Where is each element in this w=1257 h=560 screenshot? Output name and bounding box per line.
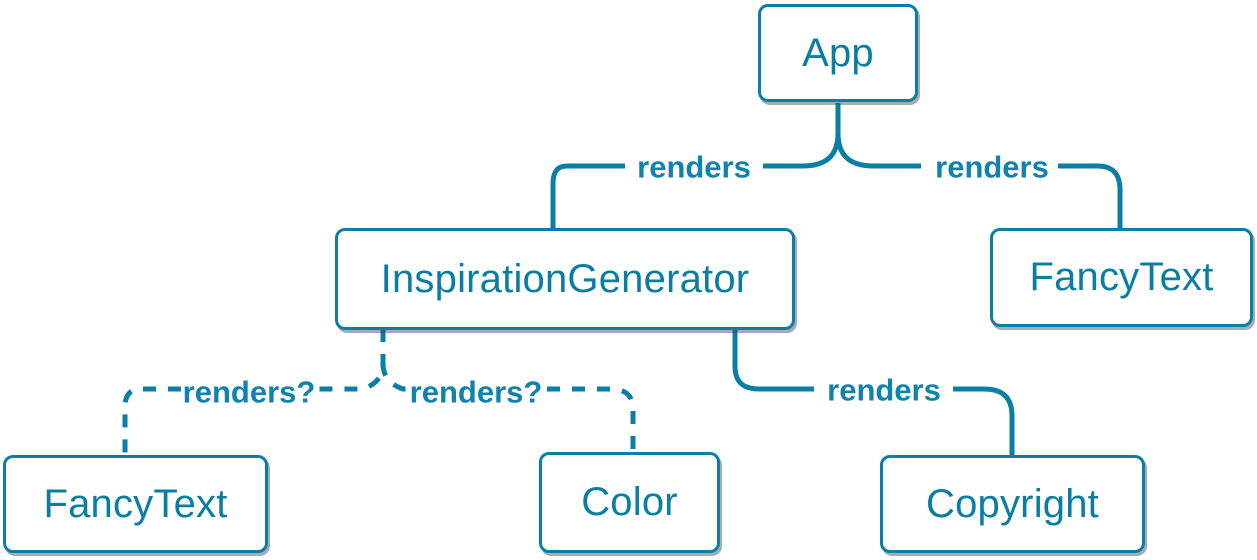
node-fancy-text-bottom: FancyText bbox=[3, 455, 268, 553]
node-app-label: App bbox=[802, 30, 874, 75]
edge-app-to-fancy-text bbox=[835, 132, 1123, 229]
node-inspiration-generator: InspirationGenerator bbox=[335, 228, 795, 330]
node-color-label: Color bbox=[581, 480, 678, 524]
edge-label-renders-inspiration-fancytext: renders? bbox=[182, 374, 316, 410]
node-copyright: Copyright bbox=[880, 455, 1145, 553]
node-fancy-text-bottom-label: FancyText bbox=[43, 481, 228, 526]
node-fancy-text-top-label: FancyText bbox=[1029, 255, 1214, 299]
edge-label-renders-inspiration-color: renders? bbox=[409, 374, 543, 410]
node-color: Color bbox=[539, 452, 720, 553]
node-fancy-text-top: FancyText bbox=[990, 228, 1253, 327]
node-app: App bbox=[758, 4, 918, 102]
edge-label-renders-app-fancytext: renders bbox=[935, 149, 1049, 185]
edge-inspiration-generator-to-color bbox=[380, 362, 636, 453]
edge-inspiration-generator-to-copyright bbox=[732, 329, 1015, 456]
edge-label-renders-app-inspiration: renders bbox=[637, 149, 751, 185]
node-copyright-label: Copyright bbox=[926, 481, 1099, 526]
node-inspiration-generator-label: InspirationGenerator bbox=[380, 256, 750, 301]
edge-label-renders-inspiration-copyright: renders bbox=[827, 372, 941, 408]
